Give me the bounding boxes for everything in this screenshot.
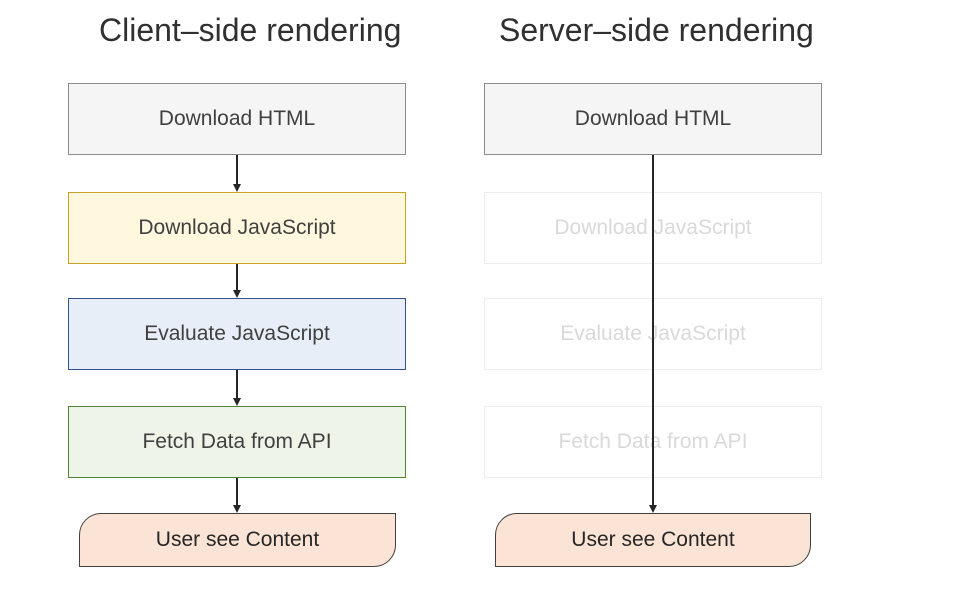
server-user-content-result: User see Content [495,513,811,567]
client-user-content-result: User see Content [79,513,396,567]
server-evaluate-javascript-step-skipped: Evaluate JavaScript [484,298,822,370]
client-download-html-step: Download HTML [68,83,406,155]
server-side-title: Server–side rendering [499,12,814,48]
client-evaluate-javascript-step: Evaluate JavaScript [68,298,406,370]
server-download-javascript-step-skipped: Download JavaScript [484,192,822,264]
server-download-html-step: Download HTML [484,83,822,155]
client-side-title: Client–side rendering [99,12,402,48]
client-download-javascript-step: Download JavaScript [68,192,406,264]
server-fetch-data-step-skipped: Fetch Data from API [484,406,822,478]
client-fetch-data-step: Fetch Data from API [68,406,406,478]
